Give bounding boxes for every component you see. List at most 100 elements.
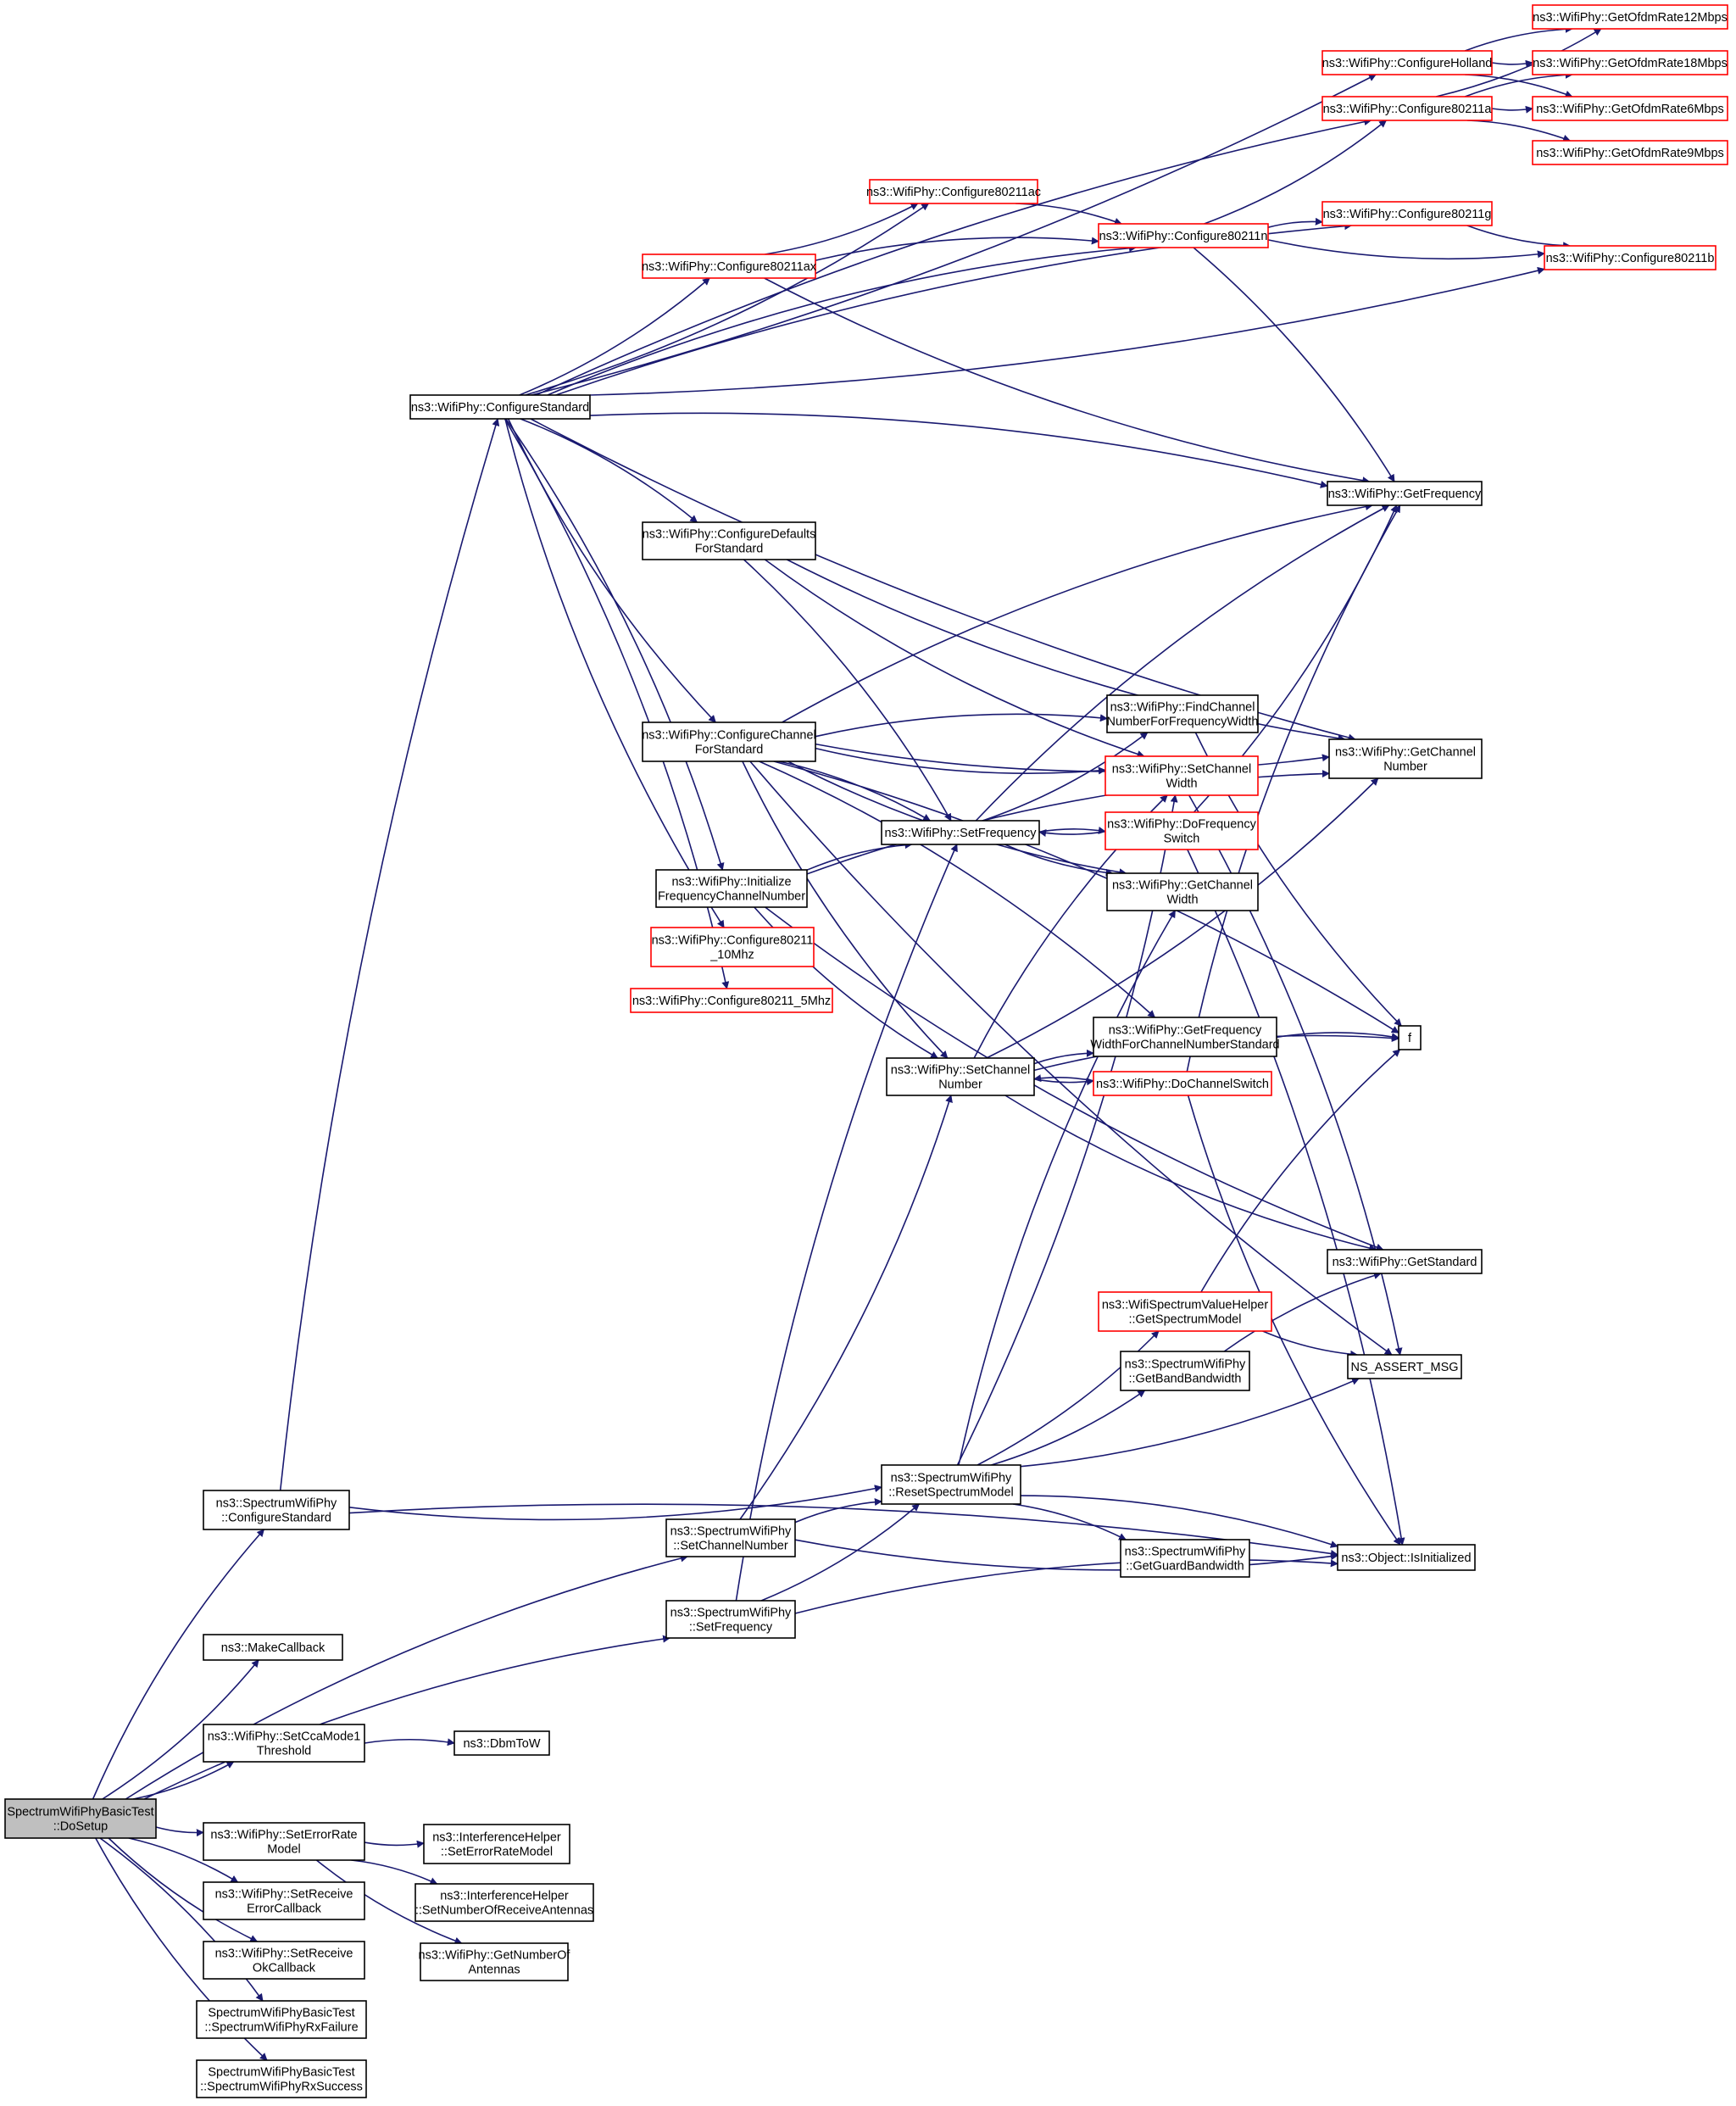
node-r12[interactable]: ns3::WifiPhy::GetOfdmRate12Mbps	[1532, 4, 1728, 30]
node-cfg_def[interactable]: ns3::WifiPhy::ConfigureDefaultsForStanda…	[642, 521, 816, 560]
node-cn[interactable]: ns3::WifiPhy::Configure80211n	[1098, 223, 1269, 248]
node-wp_set_freq[interactable]: ns3::WifiPhy::SetFrequency	[881, 820, 1040, 845]
node-rx_succ[interactable]: SpectrumWifiPhyBasicTest::SpectrumWifiPh…	[196, 2059, 367, 2098]
node-assert[interactable]: NS_ASSERT_MSG	[1347, 1354, 1462, 1379]
node-label: ns3::WifiPhy::Configure80211_5Mhz	[632, 994, 831, 1008]
edge-chol-to-r12	[1464, 25, 1573, 52]
node-box	[655, 869, 808, 908]
node-label: ns3::WifiPhy::ConfigureHolland	[1322, 57, 1493, 70]
node-find_ch[interactable]: ns3::WifiPhy::FindChannelNumberForFreque…	[1106, 694, 1259, 733]
edge-wp_cfg_std-to-cac	[525, 203, 930, 396]
node-is_init[interactable]: ns3::Object::IsInitialized	[1337, 1544, 1476, 1571]
edge-spec_set_freq-to-is_init	[794, 1558, 1338, 1614]
node-ih_ant[interactable]: ns3::InterferenceHelper::SetNumberOfRece…	[415, 1883, 594, 1922]
node-label: ns3::WifiPhy::GetNumberOf	[419, 1949, 571, 1963]
node-c5[interactable]: ns3::WifiPhy::Configure80211_5Mhz	[630, 988, 833, 1013]
node-wp_cfg_std[interactable]: ns3::WifiPhy::ConfigureStandard	[409, 394, 591, 420]
node-get_guard[interactable]: ns3::SpectrumWifiPhy::GetGuardBandwidth	[1120, 1539, 1250, 1578]
node-label: ns3::WifiPhy::GetOfdmRate12Mbps	[1533, 11, 1728, 25]
edge-do_cs-to-is_init	[1187, 1095, 1401, 1546]
edge-wp_set_freq-to-do_fs	[1038, 827, 1106, 834]
node-cax[interactable]: ns3::WifiPhy::Configure80211ax	[642, 254, 817, 279]
node-box	[1093, 1071, 1272, 1096]
node-box	[1327, 481, 1483, 506]
node-label: ns3::Object::IsInitialized	[1341, 1552, 1471, 1565]
node-label: Threshold	[257, 1745, 311, 1758]
node-make_cb[interactable]: ns3::MakeCallback	[203, 1634, 343, 1661]
node-dbm[interactable]: ns3::DbmToW	[453, 1730, 550, 1756]
node-chol[interactable]: ns3::WifiPhy::ConfigureHolland	[1321, 50, 1493, 75]
node-ih_err[interactable]: ns3::InterferenceHelper::SetErrorRateMod…	[423, 1824, 570, 1864]
edge-root-to-set_err	[155, 1826, 204, 1837]
node-label: ns3::WifiPhy::ConfigureStandard	[411, 401, 589, 415]
node-r9[interactable]: ns3::WifiPhy::GetOfdmRate9Mbps	[1532, 140, 1728, 165]
node-label: ns3::WifiPhy::SetReceive	[215, 1888, 353, 1902]
node-cfg_ch[interactable]: ns3::WifiPhy::ConfigureChannelForStandar…	[642, 722, 816, 762]
node-ca[interactable]: ns3::WifiPhy::Configure80211a	[1321, 96, 1493, 121]
edge-ca-to-r12	[1435, 28, 1602, 98]
edge-get_band-to-get_std	[1223, 1272, 1382, 1352]
node-box	[1544, 245, 1717, 270]
edge-chol-to-r6	[1465, 74, 1573, 98]
node-get_band[interactable]: ns3::SpectrumWifiPhy::GetBandBandwidth	[1120, 1351, 1250, 1391]
node-label: ns3::WifiPhy::GetOfdmRate6Mbps	[1536, 103, 1724, 116]
node-label: ::SetErrorRateModel	[441, 1846, 553, 1859]
node-box	[642, 521, 816, 560]
node-c10[interactable]: ns3::WifiPhy::Configure80211_10Mhz	[650, 927, 815, 967]
node-wsvh[interactable]: ns3::WifiSpectrumValueHelper::GetSpectru…	[1098, 1291, 1272, 1332]
node-cac[interactable]: ns3::WifiPhy::Configure80211ac	[866, 179, 1041, 204]
node-box	[415, 1883, 594, 1922]
edge-cax-to-cac	[765, 203, 919, 255]
edge-cfg_ch-to-f	[773, 760, 1399, 1034]
node-box	[1347, 1354, 1462, 1379]
node-spec_set_freq[interactable]: ns3::SpectrumWifiPhy::SetFrequency	[665, 1600, 796, 1639]
node-spec_cfg_std[interactable]: ns3::SpectrumWifiPhy::ConfigureStandard	[203, 1490, 350, 1530]
node-label: ::ConfigureStandard	[221, 1512, 331, 1525]
edge-init_fc-to-get_std	[765, 906, 1384, 1251]
node-spec_set_ch[interactable]: ns3::SpectrumWifiPhy::SetChannelNumber	[665, 1518, 796, 1557]
edge-do_cs-to-get_freq	[1186, 504, 1401, 1072]
node-reset_sm[interactable]: ns3::SpectrumWifiPhy::ResetSpectrumModel	[881, 1464, 1021, 1505]
edge-spec_set_freq-to-reset_sm	[760, 1503, 921, 1602]
edge-reset_sm-to-assert	[1020, 1378, 1360, 1468]
node-get_freq[interactable]: ns3::WifiPhy::GetFrequency	[1327, 481, 1483, 506]
node-label: ns3::WifiPhy::DoChannelSwitch	[1096, 1078, 1269, 1091]
node-label: ns3::WifiPhy::SetCcaMode1	[208, 1730, 361, 1744]
node-box	[203, 1881, 365, 1920]
node-set_err[interactable]: ns3::WifiPhy::SetErrorRateModel	[203, 1822, 365, 1861]
node-box	[1321, 50, 1493, 75]
node-get_std[interactable]: ns3::WifiPhy::GetStandard	[1327, 1249, 1483, 1274]
edge-cfg_ch-to-find_ch	[815, 713, 1108, 738]
node-cg[interactable]: ns3::WifiPhy::Configure80211g	[1321, 201, 1493, 226]
edge-reset_sm-to-get_chw	[958, 910, 1177, 1466]
node-root[interactable]: SpectrumWifiPhyBasicTest::DoSetup	[4, 1798, 157, 1839]
node-r6[interactable]: ns3::WifiPhy::GetOfdmRate6Mbps	[1532, 96, 1728, 121]
edge-wp_cfg_std-to-cg	[555, 222, 1353, 396]
node-box	[869, 179, 1038, 204]
node-f[interactable]: f	[1398, 1025, 1422, 1050]
edge-ca-to-r18	[1464, 70, 1573, 98]
node-label: ns3::WifiPhy::GetOfdmRate18Mbps	[1533, 57, 1728, 70]
node-do_cs[interactable]: ns3::WifiPhy::DoChannelSwitch	[1093, 1071, 1272, 1096]
edge-wp_set_freq-to-get_freq	[975, 504, 1390, 822]
node-cb[interactable]: ns3::WifiPhy::Configure80211b	[1544, 245, 1717, 270]
node-wp_set_ch[interactable]: ns3::WifiPhy::SetChannelNumber	[886, 1057, 1035, 1096]
node-label: ns3::WifiPhy::SetErrorRate	[210, 1829, 357, 1842]
node-r18[interactable]: ns3::WifiPhy::GetOfdmRate18Mbps	[1532, 50, 1728, 75]
node-label: ns3::WifiPhy::GetFrequency	[1328, 488, 1482, 501]
node-box	[1328, 738, 1483, 779]
node-box	[409, 394, 591, 420]
edge-do_fs-to-is_init	[1187, 849, 1405, 1546]
node-box	[665, 1518, 796, 1557]
node-get_fw[interactable]: ns3::WifiPhy::GetFrequencyWidthForChanne…	[1090, 1017, 1280, 1057]
node-rx_fail[interactable]: SpectrumWifiPhyBasicTest::SpectrumWifiPh…	[196, 2000, 367, 2039]
node-init_fc[interactable]: ns3::WifiPhy::InitializeFrequencyChannel…	[655, 869, 808, 908]
